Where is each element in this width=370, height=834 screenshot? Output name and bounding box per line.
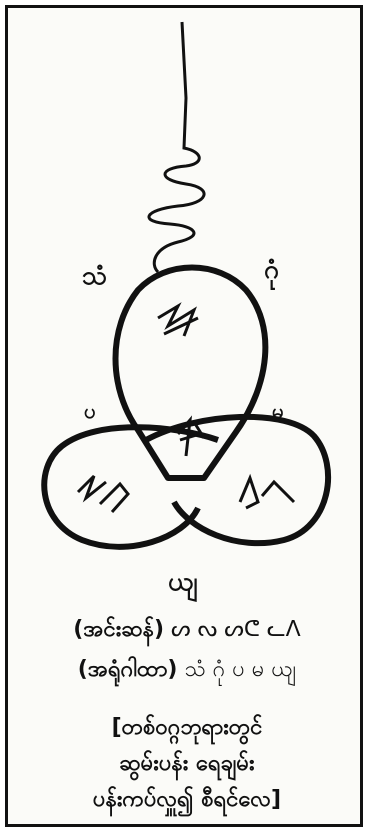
legend-line-1-title: (အင်းဆန်) [73,617,164,642]
glyph-right [240,478,294,508]
legend-line-1-glyphs: ᔕ ᔓ ᔕᕦ ᓚᐱ [171,617,301,642]
note-line-3: ပန်းကပ်လှူ၍ စီရင်လေ] [8,784,366,817]
legend-line-2-title: (အရုံဂါထာ) [78,657,178,682]
legend-line-1: (အင်းဆန်) ᔕ ᔓ ᔕᕦ ᓚᐱ [8,614,366,647]
spiral-stem [149,22,204,272]
label-top-right: ဂုံ [264,252,279,291]
legend-line-2: (အရုံဂါထာ) သံ ဂုံ ပ မ ယျ [8,654,366,687]
label-middle-left: ပ [84,398,95,428]
label-bottom: ယျ [168,564,197,603]
diagram-frame: သံ ဂုံ ပ မ ယျ (အင်းဆန်) ᔕ ᔓ ᔕᕦ ᓚᐱ (အရုံဂ… [5,5,363,827]
three-loop-diagram [8,8,366,608]
label-top-left: သံ [82,258,107,297]
glyph-top [158,306,198,336]
legend-line-2-words: သံ ဂုံ ပ မ ယျ [184,657,296,682]
label-middle-right: မ [272,398,283,428]
top-loop [116,268,266,479]
note-line-2: ဆွမ်းပန်း ရေချမ်း [8,748,366,781]
note-line-1: [တစ်ဝဂ္ဂဘုရားတွင် [8,712,366,745]
left-loop [44,427,218,547]
glyph-left [78,476,128,512]
